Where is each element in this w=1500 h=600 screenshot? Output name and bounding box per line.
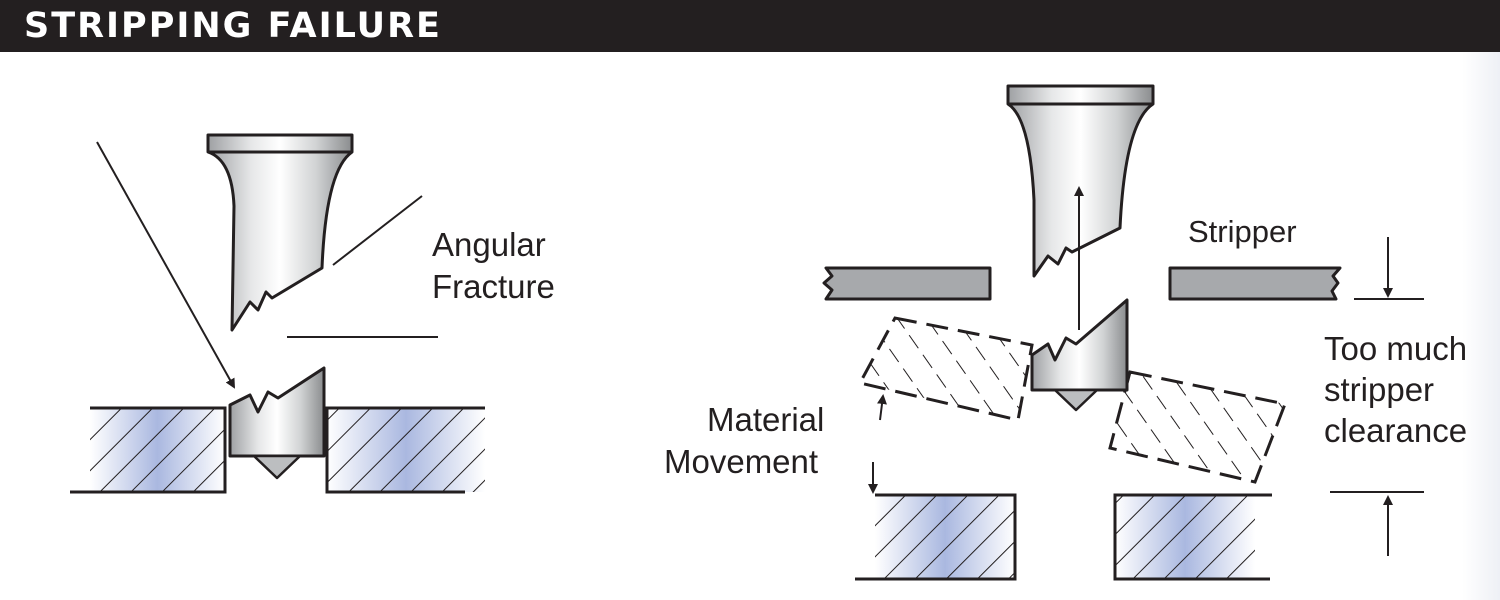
right-die-block-left	[855, 493, 1017, 581]
broken-punch-upper	[206, 133, 354, 332]
movement-label: Movement	[664, 443, 818, 480]
left-die-block-right	[325, 406, 485, 494]
material-label: Material	[707, 401, 824, 438]
stripper-word-label: stripper	[1324, 371, 1434, 408]
angular-label: Angular	[432, 226, 546, 263]
punch-upper	[1006, 84, 1155, 278]
fracture-label: Fracture	[432, 268, 555, 305]
right-edge-shade	[1462, 52, 1500, 600]
material-sheet-right	[1108, 370, 1288, 484]
stripper-label: Stripper	[1188, 214, 1297, 249]
broken-punch-slug	[1030, 298, 1129, 412]
movement-arrow-up	[877, 394, 887, 421]
right-panel: Stripper Material Movement Too much stri…	[664, 84, 1467, 581]
right-die-block-right	[1113, 493, 1272, 581]
left-die-block-left	[70, 406, 227, 494]
page-title: STRIPPING FAILURE	[24, 6, 442, 46]
clearance-label: clearance	[1324, 412, 1467, 449]
left-panel: Angular Fracture	[70, 133, 555, 494]
header-bar: STRIPPING FAILURE	[0, 0, 1500, 52]
too-much-label: Too much	[1324, 330, 1467, 367]
fracture-angle-line	[332, 195, 423, 266]
stripper-plate-left	[822, 266, 992, 301]
material-sheet-left	[857, 316, 1034, 422]
broken-punch-tip	[228, 366, 326, 480]
fracture-arrow	[96, 141, 235, 389]
stripper-plate-right	[1168, 266, 1342, 301]
